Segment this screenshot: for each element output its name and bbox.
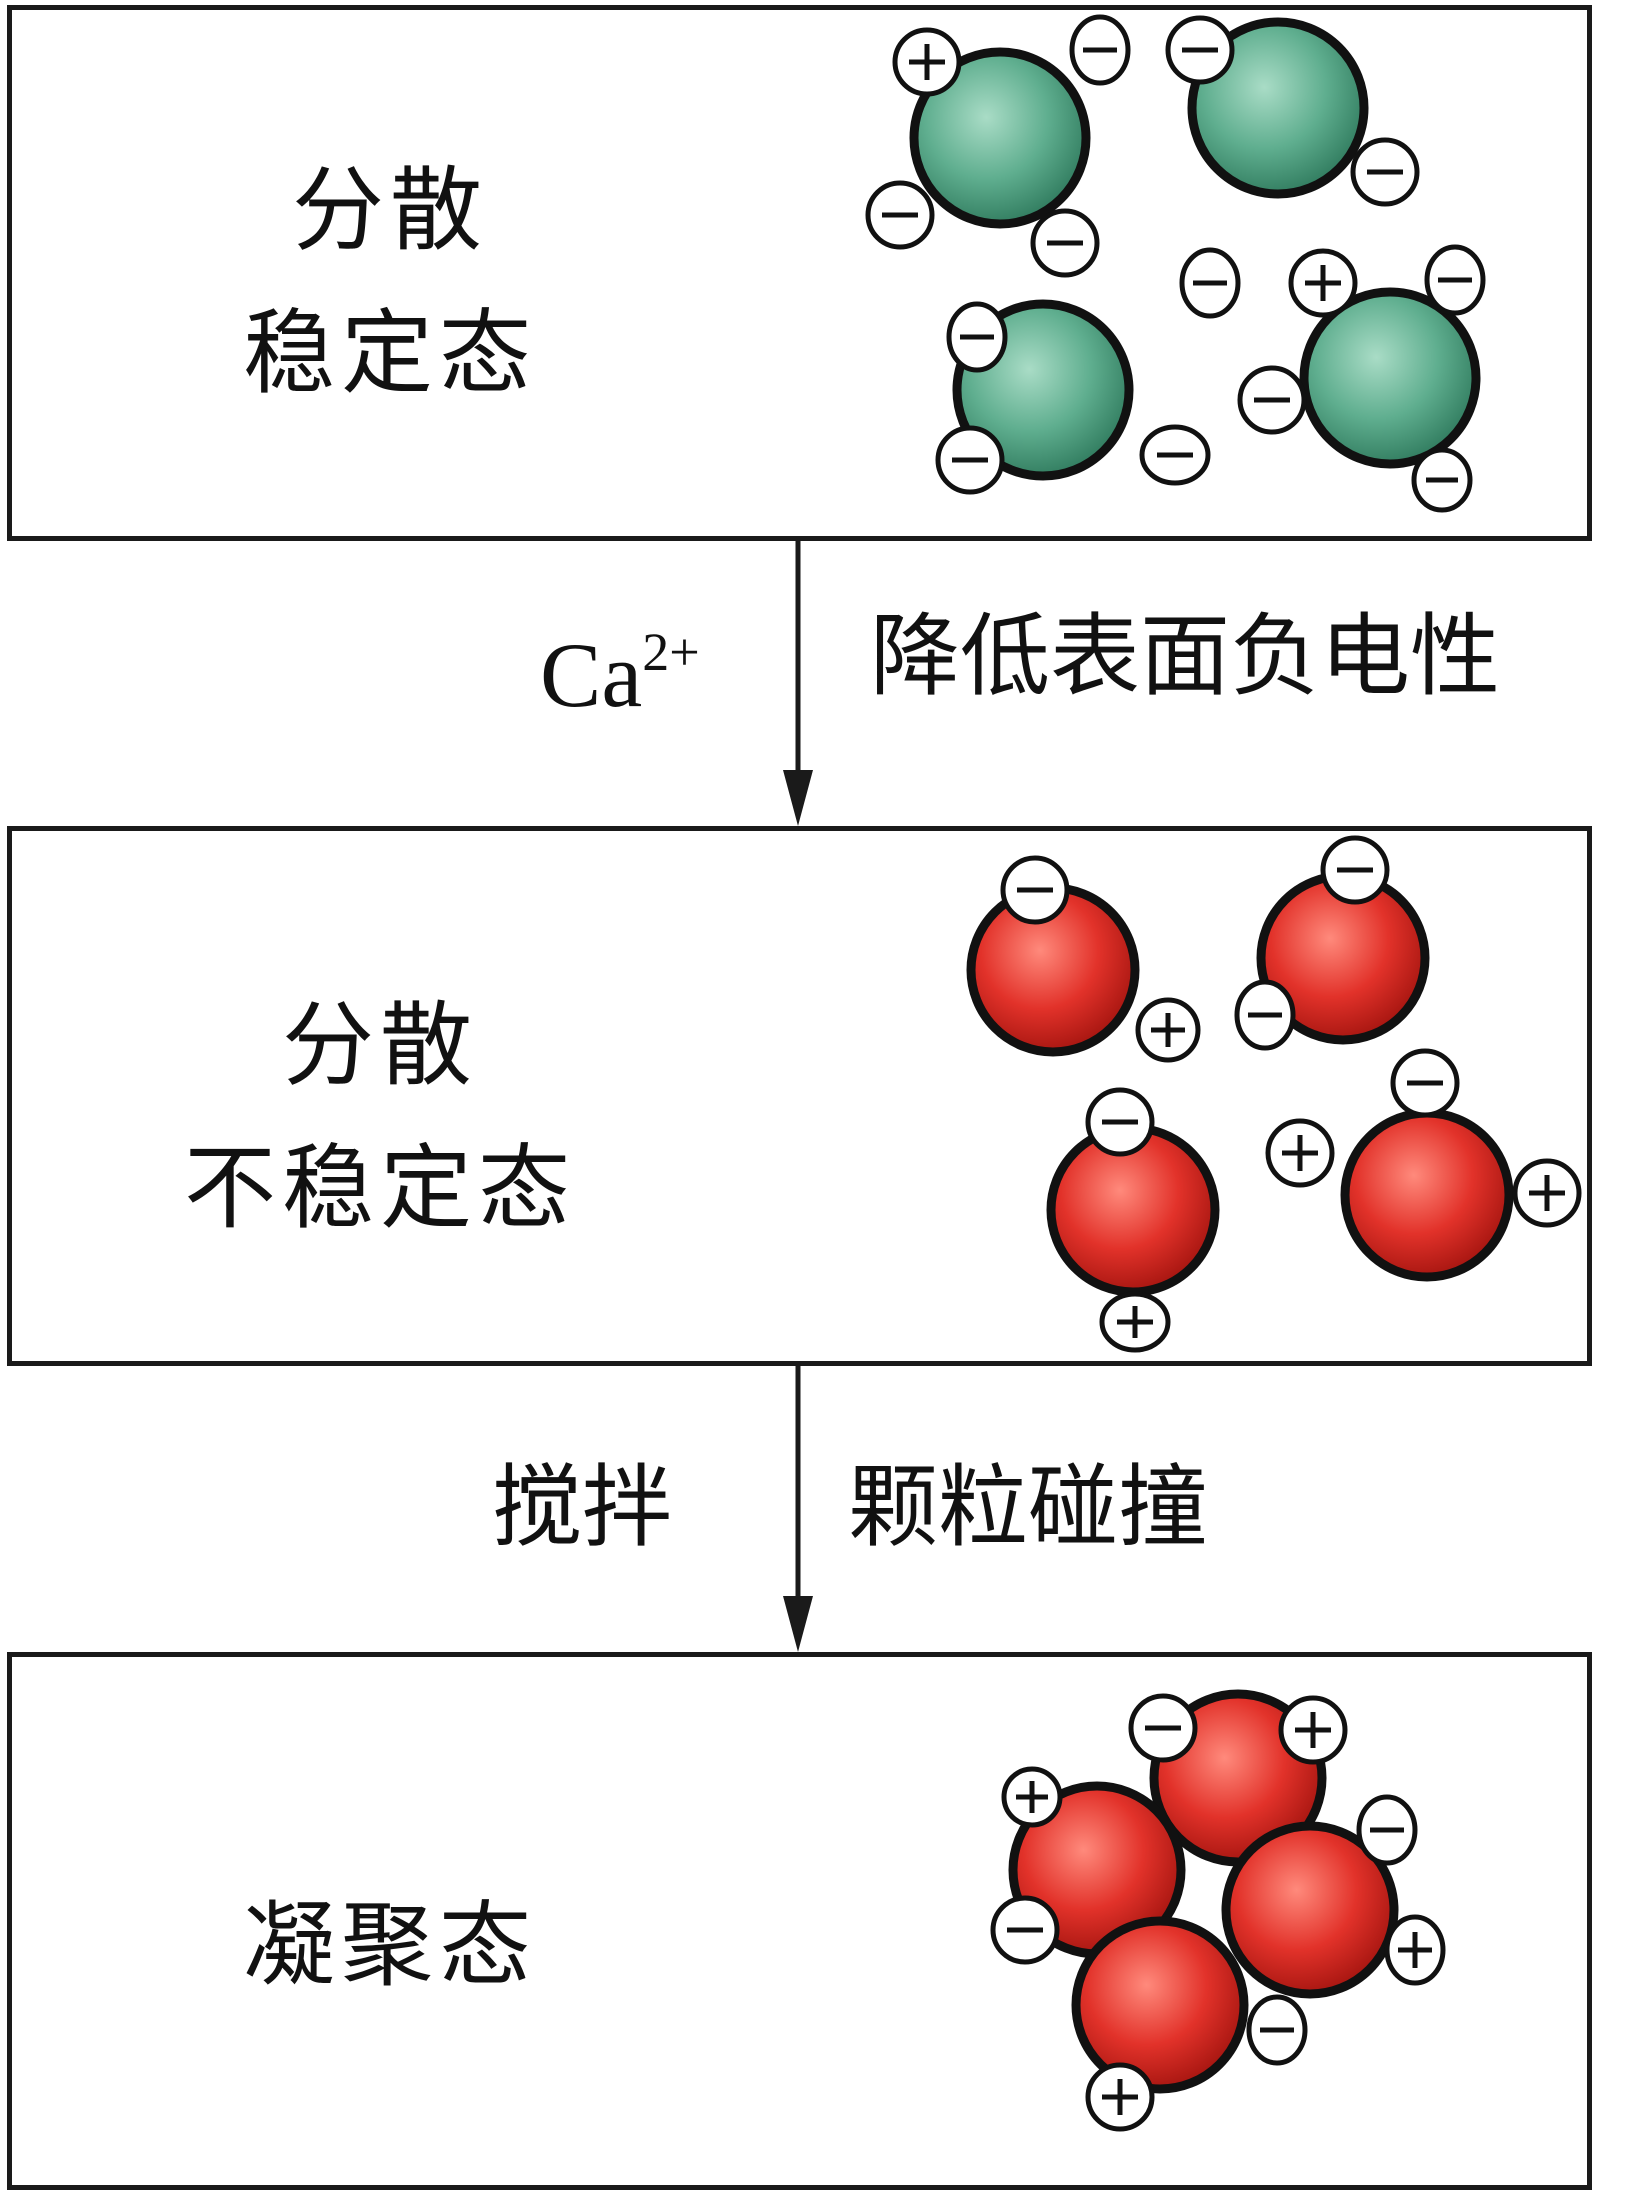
minus-charge-icon — [1179, 247, 1241, 319]
minus-charge-icon — [1234, 979, 1296, 1051]
plus-charge-icon — [1384, 1914, 1446, 1986]
stage1-particles — [909, 17, 1481, 481]
step1-effect: 降低表面负电性 — [870, 604, 1500, 709]
minus-charge-icon — [1085, 1087, 1155, 1157]
plus-charge-icon — [1278, 1695, 1348, 1765]
stage3-label-line1: 凝聚态 — [242, 1892, 537, 1999]
plus-charge-icon — [892, 27, 962, 97]
arrow-step1 — [783, 541, 813, 826]
stage3-label: 凝聚态 — [200, 1875, 580, 2018]
stage2-particles — [966, 871, 1514, 1297]
minus-charge-icon — [1237, 365, 1307, 435]
minus-charge-icon — [1350, 137, 1420, 207]
plus-charge-icon — [1001, 1766, 1063, 1828]
minus-charge-icon — [865, 180, 935, 250]
minus-charge-icon — [1030, 208, 1100, 278]
particle — [1299, 287, 1481, 469]
minus-charge-icon — [1069, 14, 1131, 86]
step2-effect: 颗粒碰撞 — [848, 1455, 1208, 1560]
reagent-base: Ca — [540, 624, 643, 726]
arrow-step2 — [783, 1366, 813, 1652]
minus-charge-icon — [1390, 1048, 1460, 1118]
plus-charge-icon — [1099, 1291, 1171, 1353]
particle — [1187, 17, 1369, 199]
plus-charge-icon — [1288, 248, 1358, 318]
step2-action: 搅拌 — [492, 1455, 672, 1560]
minus-charge-icon — [1424, 244, 1486, 316]
minus-charge-icon — [1128, 1693, 1198, 1763]
minus-charge-icon — [935, 425, 1005, 495]
minus-charge-icon — [990, 1895, 1060, 1965]
minus-charge-icon — [946, 301, 1008, 373]
minus-charge-icon — [1246, 1994, 1308, 2066]
stage2-label-line2: 不稳定态 — [183, 1134, 576, 1242]
plus-charge-icon — [1265, 1118, 1335, 1188]
particle — [1071, 1916, 1249, 2094]
stage2-charges — [1000, 835, 1582, 1353]
minus-charge-icon — [1411, 447, 1473, 513]
stage1-label-line1: 分散 — [291, 157, 488, 264]
minus-charge-icon — [1356, 1794, 1418, 1866]
reagent-superscript: 2+ — [642, 622, 700, 682]
minus-charge-icon — [1000, 855, 1070, 925]
stage1-label-line2: 稳定态 — [242, 299, 537, 407]
reagent-label: Ca2+ — [540, 625, 700, 721]
stage1-charges — [865, 14, 1486, 513]
stage1-label: 分散 稳定态 — [200, 140, 580, 425]
stage2-label-line1: 分散 — [281, 992, 478, 1099]
minus-charge-icon — [1139, 424, 1211, 486]
stage2-label: 分散 不稳定态 — [140, 975, 620, 1260]
particle — [1221, 1821, 1399, 1999]
particle — [909, 47, 1091, 229]
minus-charge-icon — [1165, 15, 1235, 85]
minus-charge-icon — [1320, 835, 1390, 905]
particle — [1340, 1108, 1514, 1282]
plus-charge-icon — [1135, 997, 1201, 1063]
plus-charge-icon — [1085, 2062, 1155, 2132]
plus-charge-icon — [1512, 1158, 1582, 1228]
stage3-charges — [990, 1693, 1446, 2132]
